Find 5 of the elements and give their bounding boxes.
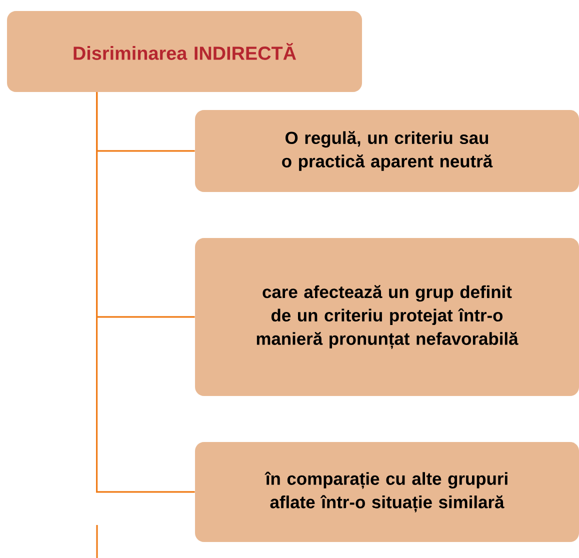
connector-line <box>96 92 195 493</box>
title-box: Disriminarea INDIRECTĂ <box>7 11 362 92</box>
text-box: în comparație cu alte grupuri aflate într-o situație similară <box>195 442 579 542</box>
text-box: O regulă, un criteriu sau o practică aparent neutră <box>195 110 579 192</box>
text-box: care afectează un grup definit de un criteriu protejat într-o manieră pronunțat nefavorabilă <box>195 238 579 396</box>
